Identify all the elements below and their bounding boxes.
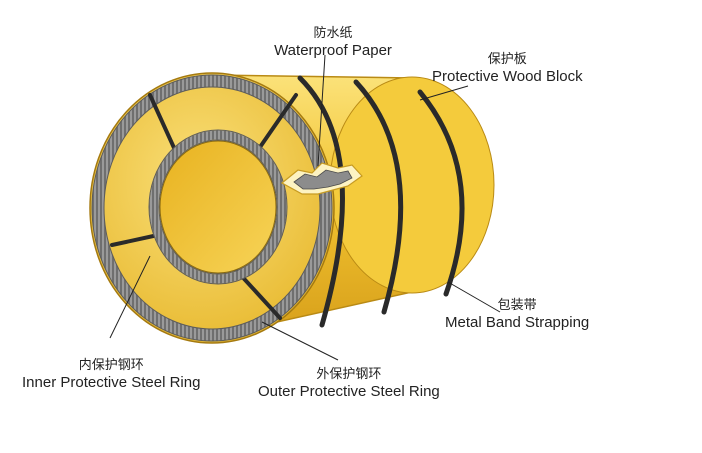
label-waterproof-paper: 防水纸 Waterproof Paper [274, 26, 392, 60]
label-band-strapping: 包装带 Metal Band Strapping [445, 298, 589, 332]
leader-inner-ring [109, 255, 151, 339]
label-wood-block: 保护板 Protective Wood Block [432, 52, 583, 86]
leader-wood-block [419, 85, 469, 101]
label-band-strapping-en: Metal Band Strapping [445, 313, 590, 331]
label-inner-ring: 内保护钢环 Inner Protective Steel Ring [22, 358, 200, 392]
label-band-strapping-zh: 包装带 [497, 298, 537, 313]
leader-lines [109, 54, 501, 361]
band-strap-2 [353, 79, 404, 315]
inner-protective-ring [149, 130, 287, 284]
outer-protective-ring [92, 75, 332, 341]
label-waterproof-paper-zh: 防水纸 [313, 26, 353, 41]
leader-waterproof [317, 54, 326, 167]
label-waterproof-paper-en: Waterproof Paper [274, 41, 392, 59]
label-inner-ring-zh: 内保护钢环 [78, 358, 144, 373]
coil-back-end [329, 76, 495, 294]
exposed-steel [293, 169, 353, 190]
label-wood-block-en: Protective Wood Block [432, 67, 583, 85]
leader-band [447, 281, 501, 313]
label-outer-ring-en: Outer Protective Steel Ring [258, 382, 440, 400]
label-wood-block-zh: 保护板 [487, 52, 527, 67]
band-strap-3 [417, 89, 465, 297]
label-outer-ring: 外保护钢环 Outer Protective Steel Ring [258, 367, 440, 401]
label-outer-ring-zh: 外保护钢环 [316, 367, 382, 382]
label-inner-ring-en: Inner Protective Steel Ring [22, 373, 201, 391]
leader-outer-ring [261, 321, 339, 361]
coil-inner-bore [159, 140, 277, 274]
